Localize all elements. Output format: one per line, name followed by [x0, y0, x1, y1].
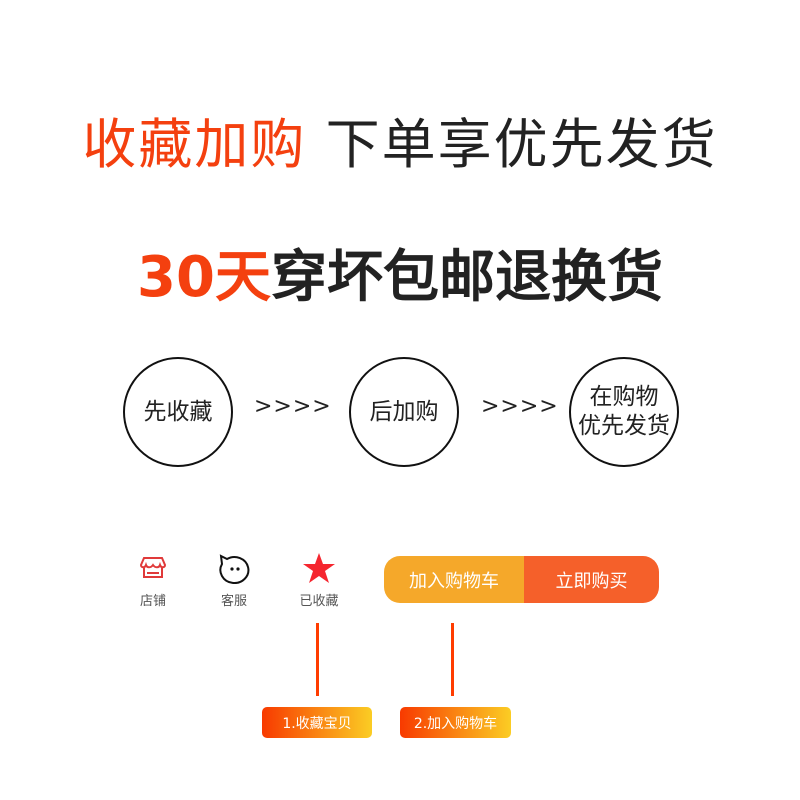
buy-now-button[interactable]: 立即购买: [524, 556, 659, 603]
step-text: 优先发货: [578, 413, 670, 439]
store-icon: [139, 557, 167, 578]
headline-return-policy: 30天穿坏包邮退换货: [0, 232, 800, 313]
headline1-highlight: 收藏加购: [82, 113, 307, 176]
headline2-highlight: 30天: [137, 245, 271, 310]
pointer-line-cart: [451, 623, 454, 696]
step-text: 先收藏: [143, 398, 213, 425]
step-1-circle: 先收藏: [123, 357, 233, 467]
chat-face-icon: [219, 554, 250, 585]
arrow-2: >>>>: [481, 394, 559, 419]
arrow-1: >>>>: [254, 394, 332, 419]
pointer-line-favorite: [316, 623, 319, 696]
service-button[interactable]: 客服: [204, 552, 264, 609]
star-icon: [303, 553, 335, 583]
add-to-cart-button[interactable]: 加入购物车: [384, 556, 524, 603]
step-2-circle: 后加购: [349, 357, 459, 467]
favorited-button[interactable]: 已收藏: [289, 552, 349, 609]
step-3-circle: 在购物优先发货: [569, 357, 679, 467]
headline1-rest: 下单享优先发货: [306, 113, 718, 176]
tag-add-to-cart: 2.加入购物车: [400, 707, 511, 738]
purchase-button-group: 加入购物车 立即购买: [384, 556, 659, 603]
store-button[interactable]: 店铺: [123, 552, 183, 609]
store-label: 店铺: [139, 594, 166, 609]
step-text: 在购物: [589, 384, 659, 410]
headline-favorite-cart: 收藏加购 下单享优先发货: [0, 100, 800, 179]
service-label: 客服: [220, 594, 247, 609]
step-text: 后加购: [369, 398, 439, 425]
tag-favorite-item: 1.收藏宝贝: [262, 707, 372, 738]
favorited-label: 已收藏: [299, 594, 339, 609]
headline2-rest: 穿坏包邮退换货: [270, 245, 663, 310]
